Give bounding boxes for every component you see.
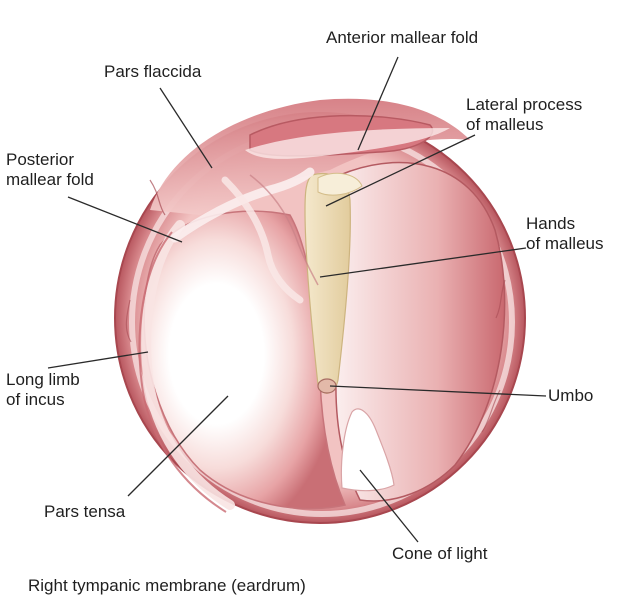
label-lateral-process-line1: Lateral process	[466, 95, 583, 114]
fold-wrinkle-1	[221, 176, 304, 304]
vessel-1	[149, 179, 166, 216]
leader-anterior-mallear-fold	[357, 56, 399, 151]
label-lateral-process-line2: of malleus	[466, 115, 544, 134]
leader-pars-flaccida	[159, 87, 213, 169]
leader-posterior-mallear-fold	[67, 196, 183, 243]
label-umbo: Umbo	[548, 386, 594, 405]
lateral-process	[317, 172, 363, 196]
label-hands-line1: Hands	[526, 214, 576, 233]
leader-pars-tensa	[127, 395, 229, 497]
leader-hands-of-malleus	[319, 247, 527, 278]
vessel-2	[125, 299, 132, 343]
long-limb-shadow	[138, 231, 227, 513]
leader-cone-of-light	[359, 469, 419, 543]
leader-long-limb-of-incus	[47, 351, 149, 369]
long-limb-of-incus	[141, 220, 235, 510]
label-long-limb-line1: Long limb	[6, 370, 80, 389]
label-pars-tensa: Pars tensa	[44, 502, 126, 521]
leader-lateral-process	[325, 134, 476, 207]
fold-wrinkle-2	[249, 174, 319, 286]
label-posterior-fold-line2: mallear fold	[6, 170, 94, 189]
posterior-mallear-fold	[170, 167, 315, 243]
vessel-4	[495, 279, 506, 319]
label-cone-of-light: Cone of light	[392, 544, 488, 563]
label-posterior-fold-line1: Posterior	[6, 150, 75, 169]
label-anterior-mallear-fold: Anterior mallear fold	[326, 28, 479, 47]
label-pars-flaccida: Pars flaccida	[104, 62, 202, 81]
anterior-fold-highlight	[245, 128, 450, 159]
cone-of-light	[340, 408, 395, 492]
label-hands-line2: of malleus	[526, 234, 604, 253]
label-long-limb-line2: of incus	[6, 390, 65, 409]
leader-umbo	[329, 385, 547, 397]
figure-caption: Right tympanic membrane (eardrum)	[28, 576, 306, 595]
